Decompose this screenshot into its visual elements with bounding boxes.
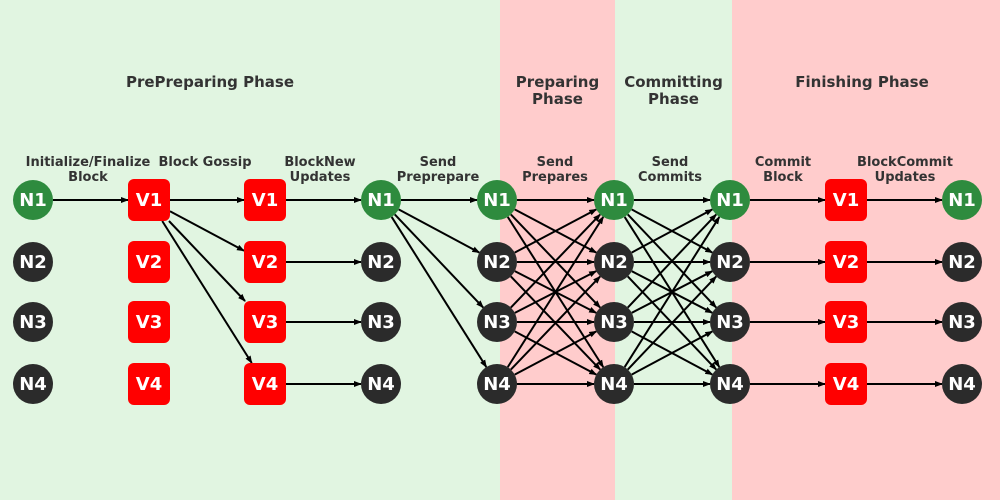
node-n1-col8: N1	[942, 180, 982, 220]
edge-c3r0-c4r3	[390, 216, 488, 368]
node-n1-col3: N1	[361, 180, 401, 220]
step-label-commit-block: Commit Block	[754, 155, 812, 185]
step-label-blockcommit: BlockCommit Updates	[857, 155, 953, 185]
node-n3-col4: N3	[477, 302, 517, 342]
edge-c1r0-c2r1	[169, 210, 245, 252]
node-n2-col6: N2	[710, 242, 750, 282]
node-n4-col0: N4	[13, 364, 53, 404]
step-label-commits: Send Commits	[638, 155, 702, 185]
validator-v4-col1: V4	[128, 363, 170, 405]
node-n4-col3: N4	[361, 364, 401, 404]
node-n1-col6: N1	[710, 180, 750, 220]
phase-title-prepare: Preparing Phase	[515, 73, 600, 108]
validator-v2-col1: V2	[128, 241, 170, 283]
validator-v1-col1: V1	[128, 179, 170, 221]
edge-c4r3-c5r1	[510, 275, 601, 371]
edge-c5r1-c6r0	[631, 208, 714, 254]
edge-c3r0-c4r2	[394, 213, 484, 309]
step-label-initialize: Initialize/Finalize Block	[25, 155, 151, 185]
step-label-prepares: Send Prepares	[522, 155, 588, 185]
node-n3-col8: N3	[942, 302, 982, 342]
validator-v4-col2: V4	[244, 363, 286, 405]
node-n3-col3: N3	[361, 302, 401, 342]
node-n3-col0: N3	[13, 302, 53, 342]
step-label-blocknew: BlockNew Updates	[284, 155, 356, 185]
edge-c1r0-c2r3	[161, 220, 253, 364]
node-n1-col4: N1	[477, 180, 517, 220]
edge-c5r3-c6r1	[627, 275, 717, 371]
validator-v1-col2: V1	[244, 179, 286, 221]
node-n4-col8: N4	[942, 364, 982, 404]
node-n4-col6: N4	[710, 364, 750, 404]
node-n2-col4: N2	[477, 242, 517, 282]
node-n2-col5: N2	[594, 242, 634, 282]
validator-v4-col7: V4	[825, 363, 867, 405]
edge-c4r1-c5r0	[514, 208, 598, 254]
node-n2-col0: N2	[13, 242, 53, 282]
edge-c5r3-c6r2	[631, 330, 714, 376]
validator-v2-col7: V2	[825, 241, 867, 283]
edge-c1r0-c2r2	[168, 220, 246, 302]
node-n3-col6: N3	[710, 302, 750, 342]
validator-v3-col2: V3	[244, 301, 286, 343]
step-label-gossip: Block Gossip	[158, 155, 252, 170]
phase-title-preprepare: PrePreparing Phase	[125, 73, 295, 91]
node-n1-col0: N1	[13, 180, 53, 220]
validator-v3-col7: V3	[825, 301, 867, 343]
edge-c4r3-c5r0	[506, 216, 605, 368]
node-n4-col4: N4	[477, 364, 517, 404]
edge-c5r3-c6r0	[623, 216, 721, 368]
edge-c5r2-c6r0	[627, 213, 717, 309]
edge-c3r0-c4r1	[398, 208, 481, 254]
phase-title-commit: Committing Phase	[624, 73, 723, 108]
validator-v1-col7: V1	[825, 179, 867, 221]
node-n3-col5: N3	[594, 302, 634, 342]
step-label-preprepare: Send Preprepare	[396, 155, 480, 185]
node-n1-col5: N1	[594, 180, 634, 220]
node-n2-col8: N2	[942, 242, 982, 282]
validator-v3-col1: V3	[128, 301, 170, 343]
edge-c4r2-c5r0	[510, 213, 601, 309]
node-n4-col5: N4	[594, 364, 634, 404]
edge-c4r3-c5r2	[514, 330, 598, 376]
phase-title-finish: Finishing Phase	[795, 73, 929, 91]
validator-v2-col2: V2	[244, 241, 286, 283]
node-n2-col3: N2	[361, 242, 401, 282]
